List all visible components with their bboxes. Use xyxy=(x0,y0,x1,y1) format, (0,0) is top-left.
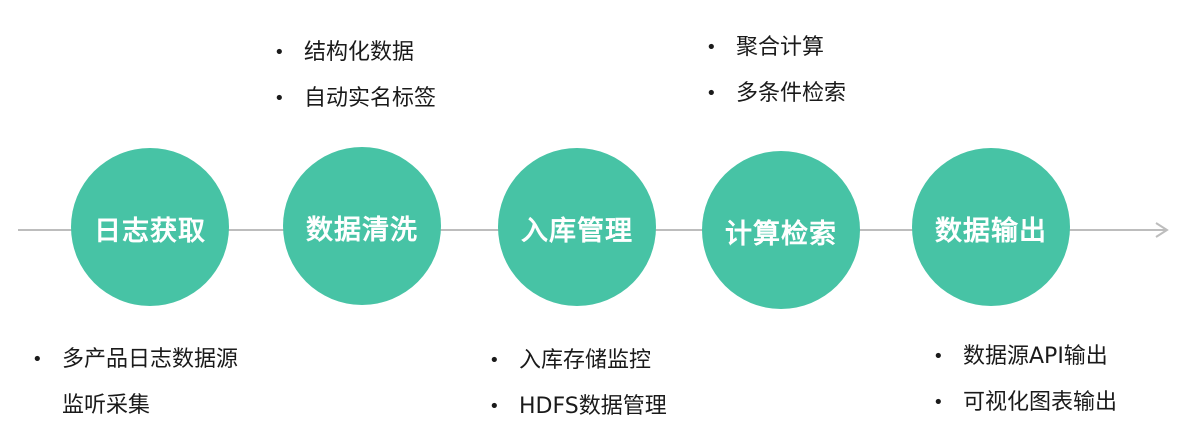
step-note: 聚合计算 xyxy=(704,25,846,71)
step-note: 多条件检索 xyxy=(704,71,846,117)
step-circle-compute-search: 计算检索 xyxy=(702,151,860,309)
step-notes-data-output: 数据源API输出 可视化图表输出 xyxy=(931,334,1117,426)
step-notes-log-acquisition: 多产品日志数据源监听采集 xyxy=(30,337,242,429)
step-note: HDFS数据管理 xyxy=(487,384,667,430)
step-note: 数据源API输出 xyxy=(931,334,1117,380)
step-circle-data-cleaning: 数据清洗 xyxy=(283,147,441,305)
timeline-arrowhead xyxy=(1155,222,1169,238)
step-circle-data-output: 数据输出 xyxy=(912,148,1070,306)
step-circle-log-acquisition: 日志获取 xyxy=(71,148,229,306)
step-note: 结构化数据 xyxy=(272,30,436,76)
step-notes-compute-search: 聚合计算 多条件检索 xyxy=(704,25,846,117)
step-note: 可视化图表输出 xyxy=(931,380,1117,426)
step-notes-storage-management: 入库存储监控 HDFS数据管理 xyxy=(487,338,667,430)
step-note: 多产品日志数据源监听采集 xyxy=(30,337,242,429)
step-notes-data-cleaning: 结构化数据 自动实名标签 xyxy=(272,30,436,122)
step-note: 自动实名标签 xyxy=(272,76,436,122)
step-note: 入库存储监控 xyxy=(487,338,667,384)
step-circle-storage-management: 入库管理 xyxy=(498,148,656,306)
